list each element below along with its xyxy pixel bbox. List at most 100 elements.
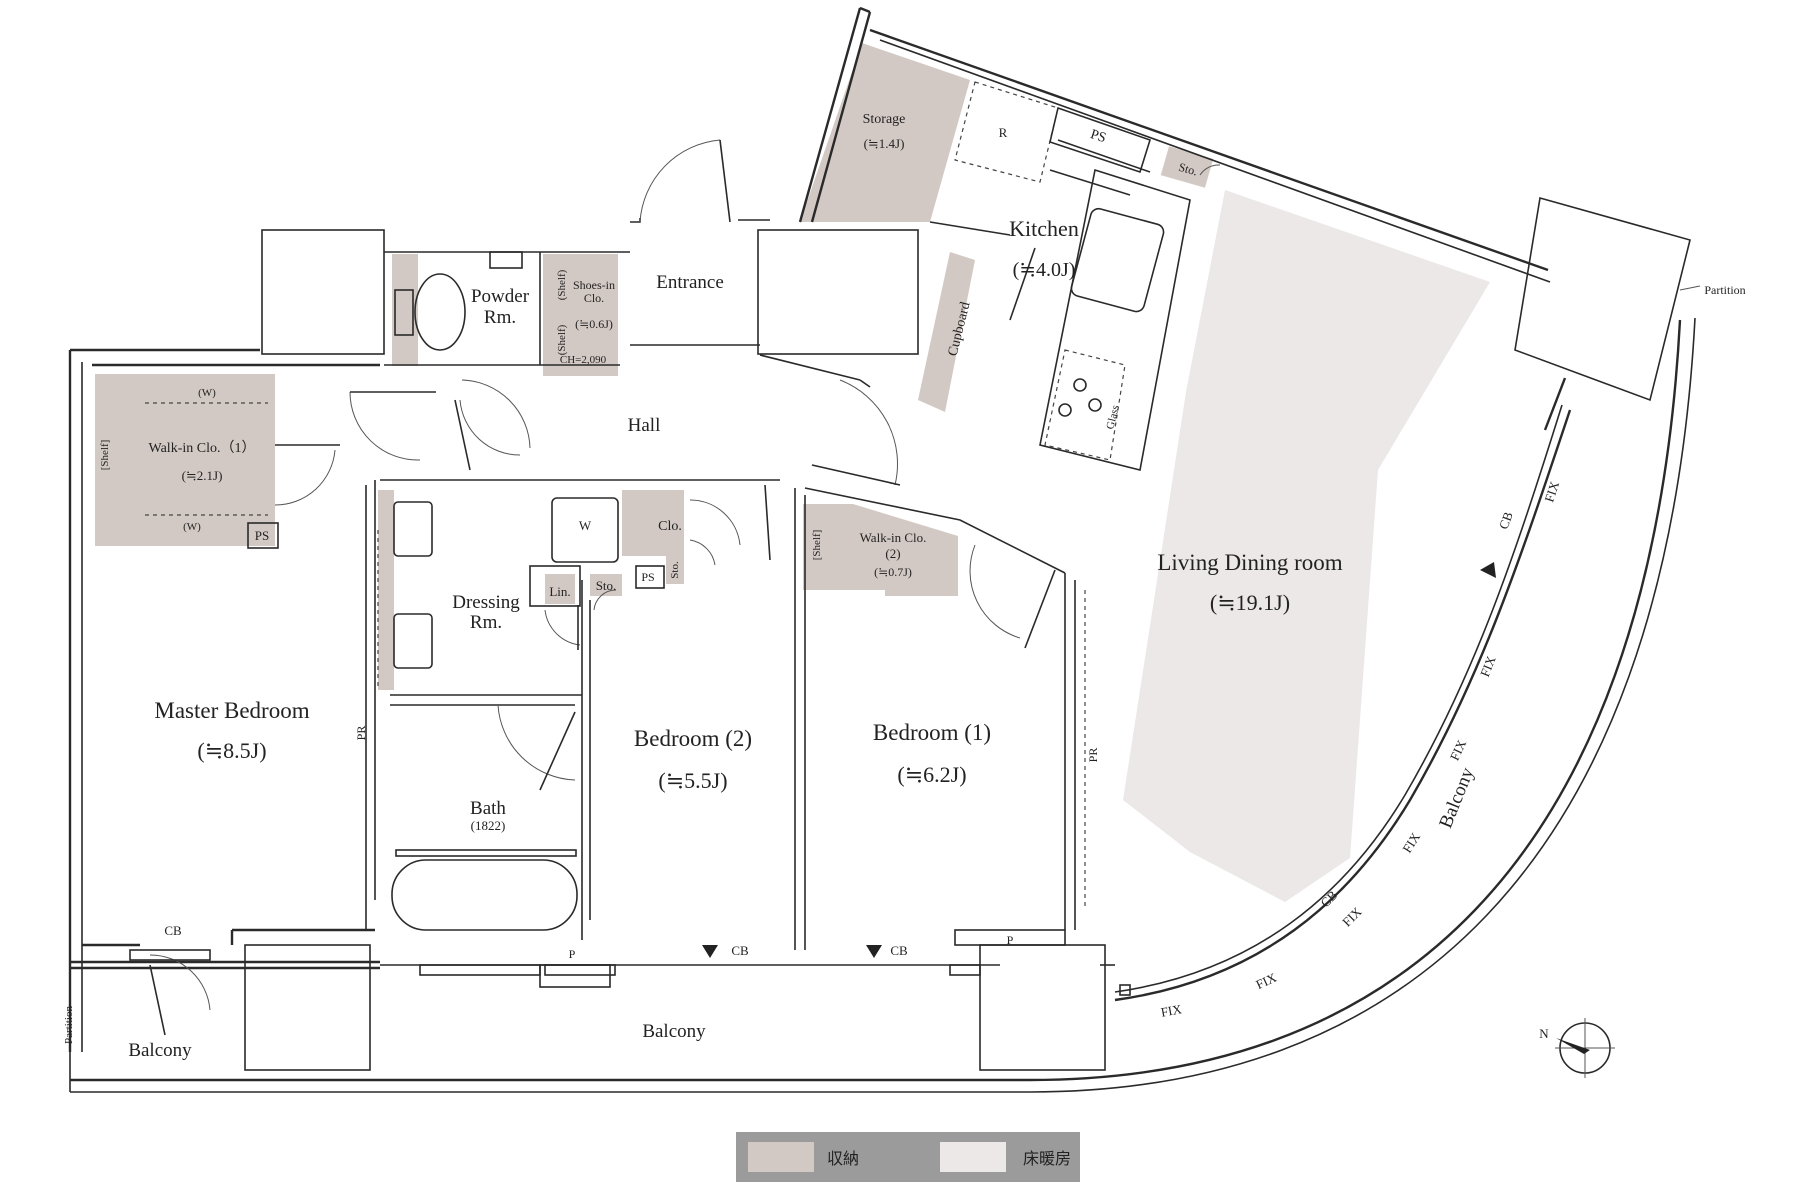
walkin2-size: (≒0.7J) xyxy=(874,565,912,579)
living-size: (≒19.1J) xyxy=(1210,590,1290,615)
shoes-closet-fill xyxy=(543,254,618,376)
dressing-rm: Rm. xyxy=(470,612,502,633)
dressing-name: Dressing xyxy=(452,592,520,613)
fix-7: FIX xyxy=(1541,479,1562,504)
shoes-shelf-label-1: (Shelf) xyxy=(556,269,568,300)
closet-clo-fill xyxy=(622,490,684,556)
shoes-name1: Shoes-in xyxy=(573,278,615,292)
legend-heating-label: 床暖房 xyxy=(1023,1150,1071,1168)
kitchen-name: Kitchen xyxy=(1009,216,1079,241)
fridge-r: R xyxy=(999,125,1008,140)
walkin1-w-top: (W) xyxy=(198,387,216,399)
master-bedroom-name: Master Bedroom xyxy=(154,698,309,723)
balcony-center: Balcony xyxy=(642,1021,706,1042)
p-right: P xyxy=(1007,933,1014,947)
cb-bedroom1: CB xyxy=(890,943,908,958)
pr-right: PR xyxy=(1086,748,1100,763)
powder-rm: Rm. xyxy=(484,307,516,328)
floor-heating-zones xyxy=(1123,190,1490,902)
powder-name: Powder xyxy=(471,286,530,307)
fix-6: FIX xyxy=(1477,653,1499,679)
north-label: N xyxy=(1539,1026,1549,1041)
walkin2-name: Walk-in Clo. xyxy=(860,530,927,545)
lin-fill xyxy=(545,574,575,604)
fix-2: FIX xyxy=(1253,969,1279,992)
glass-label: Glass xyxy=(1104,404,1122,431)
balcony-curve: Balcony xyxy=(1435,764,1478,831)
shoes-ch: CH=2,090 xyxy=(560,354,607,366)
walkin1-name: Walk-in Clo.（1） xyxy=(149,440,256,456)
bedroom1-name: Bedroom (1) xyxy=(873,720,991,745)
fix-4: FIX xyxy=(1399,829,1423,855)
kitchen-size: (≒4.0J) xyxy=(1013,259,1076,281)
walkin2-num: (2) xyxy=(885,546,900,561)
sto-label: Sto. xyxy=(596,578,617,593)
cb-master: CB xyxy=(164,923,182,938)
partition-right: Partition xyxy=(1704,283,1745,297)
dressing-ps: PS xyxy=(641,570,654,584)
annotations: [Shelf] [Shelf] (Shelf) (Shelf) (W) (W) … xyxy=(63,125,1746,1061)
walls xyxy=(68,6,1696,1093)
floor-heating-living xyxy=(1123,190,1490,902)
kitchen-sto: Sto. xyxy=(1177,160,1199,179)
doors xyxy=(149,139,1221,1036)
column-bottom-right xyxy=(979,944,1106,1071)
cb-marker-bedroom1 xyxy=(866,945,882,958)
compass: N xyxy=(1539,1018,1615,1078)
bedroom1-size: (≒6.2J) xyxy=(897,762,966,787)
kitchen-ps: PS xyxy=(1088,127,1107,146)
column-right xyxy=(1514,196,1691,402)
bath-name: Bath xyxy=(470,798,506,819)
north-arrow-icon xyxy=(1556,1038,1590,1054)
balcony-left: Balcony xyxy=(128,1040,192,1061)
bedroom2-size: (≒5.5J) xyxy=(658,768,727,793)
lin-label: Lin. xyxy=(549,584,570,599)
storage-zones xyxy=(95,43,1214,690)
walkin2-shelf-label: [Shelf] xyxy=(811,530,823,561)
living-name: Living Dining room xyxy=(1157,550,1342,575)
kitchen-sto-fill xyxy=(1160,146,1214,188)
legend-storage-label: 収納 xyxy=(827,1150,859,1168)
walkin2-fill xyxy=(803,504,958,596)
shoes-shelf-label-2: (Shelf) xyxy=(556,324,568,355)
cb-bedroom2: CB xyxy=(731,943,749,958)
storage-room-fill xyxy=(800,43,970,222)
partition-left: Partition xyxy=(63,1006,75,1044)
storage-size: (≒1.4J) xyxy=(864,136,905,151)
pr-left: PR xyxy=(354,726,368,741)
shoes-size: (≒0.6J) xyxy=(575,317,613,331)
markers xyxy=(702,285,1701,958)
cb-curve-2: CB xyxy=(1317,887,1340,910)
washer-w: W xyxy=(579,518,592,533)
closet-clo: Clo. xyxy=(658,519,682,534)
cb-curve-1: CB xyxy=(1496,509,1516,531)
walkin1-shelf-label: [Shelf] xyxy=(99,440,111,471)
column-bottom-left xyxy=(244,944,371,1071)
bedroom2-name: Bedroom (2) xyxy=(634,726,752,751)
walkin1-ps: PS xyxy=(255,528,269,543)
cb-marker-curve xyxy=(1480,562,1496,578)
entrance-name: Entrance xyxy=(656,272,724,293)
walkin1-w-bottom: (W) xyxy=(183,521,201,533)
kitchen-sink xyxy=(1070,207,1165,313)
storage-name: Storage xyxy=(863,112,906,127)
legend-heating-swatch xyxy=(940,1142,1006,1172)
legend-storage-swatch xyxy=(748,1142,814,1172)
sto-small-fill xyxy=(666,556,684,584)
room-labels: Master Bedroom (≒8.5J) Bedroom (2) (≒5.5… xyxy=(149,112,1343,833)
column-left xyxy=(261,229,385,355)
master-bedroom-size: (≒8.5J) xyxy=(197,738,266,763)
powder-shelf-fill xyxy=(392,254,418,366)
sto-vertical: Sto. xyxy=(669,561,681,579)
legend: 収納 床暖房 xyxy=(736,1132,1080,1182)
bathtub xyxy=(391,859,578,931)
fix-3: FIX xyxy=(1339,904,1365,930)
shoes-name2: Clo. xyxy=(584,291,604,305)
cb-marker-bedroom2 xyxy=(702,945,718,958)
fixtures xyxy=(129,81,1191,996)
cupboard-fill xyxy=(918,252,975,412)
bath-size: (1822) xyxy=(471,818,506,833)
fix-1: FIX xyxy=(1160,1001,1184,1020)
walkin1-size: (≒2.1J) xyxy=(182,468,223,483)
